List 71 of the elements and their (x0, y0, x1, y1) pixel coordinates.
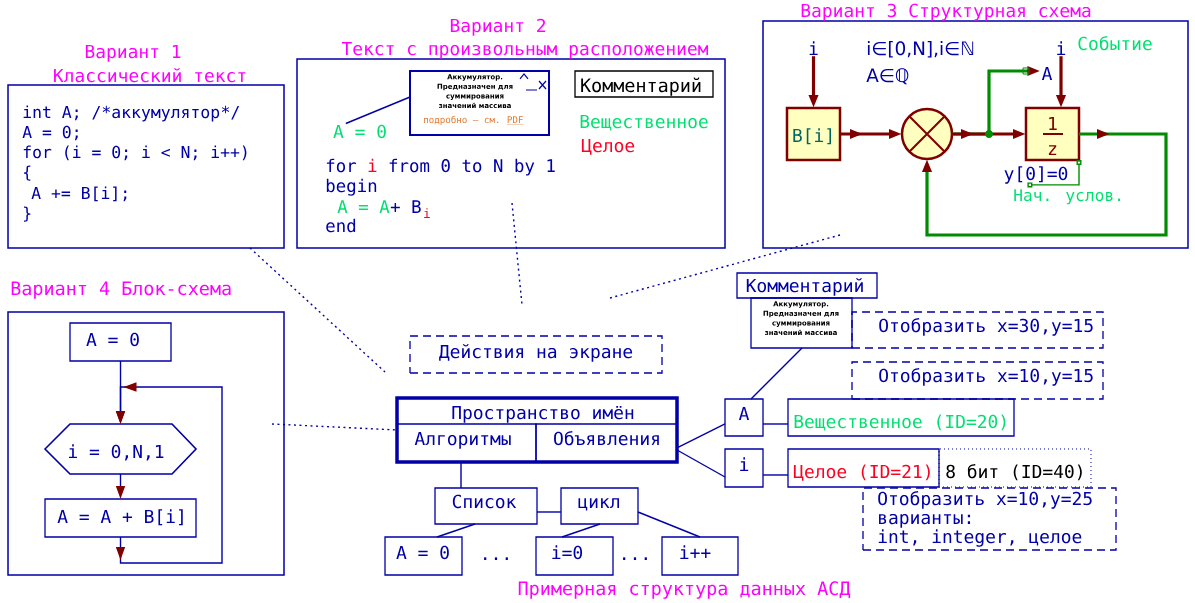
code-line: begin (326, 178, 377, 196)
code-line: end (326, 218, 356, 233)
type-label: Целое (581, 138, 635, 155)
connector-line (536, 511, 562, 513)
code-line: { (24, 165, 31, 181)
connector-line (637, 511, 701, 538)
input-label: i (1057, 41, 1066, 55)
panel-title: Вариант 1 (85, 44, 181, 62)
dotted-line (609, 234, 841, 299)
code-line: int A; /*аккумулятор (23, 105, 220, 122)
connector-line (762, 474, 789, 476)
tree-box: цикл (560, 487, 639, 525)
code-line: A = 0; (22, 125, 78, 141)
details-text: подробно – см. (424, 115, 499, 125)
assignment-text: A = 0 (333, 124, 386, 139)
type-box: Целое (ID=21) (787, 448, 940, 488)
comment-box: Комментарий (574, 70, 714, 98)
panel-title: Вариант 2 (450, 18, 546, 36)
panel-title: Вариант 4 Блок-схема (11, 281, 231, 299)
variable-box: i (724, 448, 764, 488)
output-label: A (1041, 66, 1053, 80)
connector-line (762, 423, 789, 425)
leader-line (750, 347, 803, 400)
leader-line (1027, 160, 1082, 188)
type-label: Вещественное (580, 114, 708, 131)
multiplier-circle (900, 107, 954, 161)
ellipsis: ... (623, 557, 647, 560)
dashed-box: Отобразить x=10,y=25 варианты: int, integer, целое (862, 487, 1117, 551)
dashed-box: Отобразить x=30,y=15 (851, 311, 1104, 349)
code-line: } (24, 206, 31, 222)
delay-block: 1 z (1024, 106, 1081, 162)
tree-box: i=0 (535, 536, 614, 576)
connector-line (460, 461, 462, 489)
table-cell: Объявления (535, 423, 678, 463)
block-box: B[i] (785, 106, 842, 162)
tree-box: A = 0 (384, 536, 463, 576)
type-box: Вещественное (ID=20) (787, 398, 1015, 437)
dotted-line (271, 423, 398, 431)
input-label: i (809, 41, 818, 55)
note-label: Нач. услов. (1014, 189, 1121, 205)
comment-box: Комментарий (736, 272, 878, 299)
process-box: A = 0 (69, 322, 172, 362)
tree-box: Список (434, 487, 538, 525)
panel-title: Текст с произвольным расположением (341, 41, 709, 59)
connector-line (676, 423, 726, 449)
tree-box: i++ (661, 536, 739, 576)
dotted-line (249, 247, 386, 373)
connector-line (676, 449, 726, 478)
process-box: A = A + B[i] (44, 498, 197, 538)
pdf-link: PDF (506, 116, 524, 125)
code-line: for (i = 0; i < N; i++) (23, 145, 247, 161)
set-notation: i∈[0,N],i∈ℕ (867, 41, 974, 58)
code-text: */ (221, 105, 240, 120)
initial-condition: y[0]=0 (1004, 166, 1068, 184)
size-box: 8 бит (ID=40) (938, 448, 1092, 488)
arrow (921, 128, 1168, 237)
panel-title: Классический текст (54, 67, 246, 83)
dashed-box: Действия на экране (409, 335, 663, 374)
dashed-box: Отобразить x=10,y=15 (851, 361, 1104, 400)
code-line: for i from 0 to N by 1 (326, 158, 555, 176)
code-line: A += B[i]; (31, 186, 127, 202)
dotted-line (511, 202, 523, 306)
connector-line (561, 523, 601, 538)
leader-line (345, 96, 411, 125)
table-cell: Алгоритмы (396, 423, 537, 463)
panel-title: Вариант 3 Структурная схема (801, 3, 1091, 21)
set-notation: A∈ℚ (866, 68, 909, 85)
event-label: Событие (1078, 36, 1152, 51)
caption-text: Примерная структура данных АСД (518, 581, 851, 599)
ellipsis: ... (484, 557, 508, 560)
variable-box: A (724, 398, 764, 437)
